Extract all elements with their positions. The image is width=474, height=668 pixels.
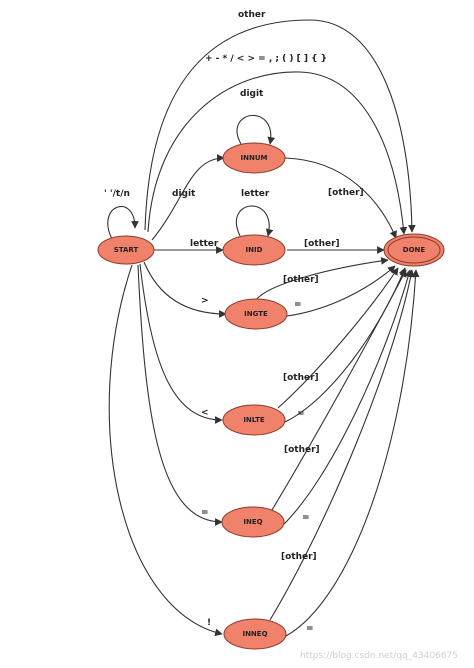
- edge-inneq-done-other: [269, 269, 415, 621]
- watermark-text: https://blog.csdn.net/qq_43406675: [300, 651, 458, 661]
- edge-start-inlte: [139, 263, 223, 424]
- label-digit-loop: digit: [240, 89, 264, 99]
- edge-start-done-other: [144, 19, 416, 233]
- node-ingte-label: INGTE: [244, 310, 268, 318]
- edge-inid-self-loop: [235, 205, 274, 237]
- edge-inlte-done-eq: [284, 267, 406, 423]
- label-inlte-eq: =: [297, 409, 305, 419]
- edge-start-self-loop: [107, 206, 139, 240]
- node-done-label: DONE: [403, 246, 426, 254]
- label-ingte-eq: =: [294, 300, 302, 310]
- node-inid: INID: [222, 234, 286, 266]
- edge-inlte-done-other: [277, 267, 399, 409]
- label-ingte-other: [other]: [283, 275, 319, 285]
- node-inneq-label: INNEQ: [242, 630, 267, 638]
- node-ineq: INEQ: [221, 506, 285, 538]
- node-innum: INNUM: [222, 142, 286, 174]
- node-inneq: INNEQ: [223, 618, 287, 650]
- label-whitespace: ' '/t/n: [104, 189, 130, 199]
- edge-ineq-done-eq: [281, 269, 412, 527]
- label-inneq-other: [other]: [281, 552, 317, 562]
- label-letter-loop: letter: [241, 189, 270, 199]
- label-innum-other: [other]: [328, 188, 364, 198]
- label-inid-other: [other]: [304, 239, 340, 249]
- label-eq: =: [201, 508, 209, 518]
- label-digit: digit: [172, 189, 196, 199]
- label-ineq-other: [other]: [284, 445, 320, 455]
- node-done: DONE: [383, 233, 445, 267]
- label-other-top: other: [238, 10, 266, 20]
- label-symbols: + - * / < > = , ; ( ) [ ] { }: [205, 54, 327, 64]
- node-inid-label: INID: [246, 246, 263, 254]
- edge-ingte-done-other: [255, 257, 389, 301]
- label-letter: letter: [190, 239, 219, 249]
- node-start-label: START: [114, 246, 139, 254]
- edge-innum-done: [284, 157, 397, 239]
- node-innum-label: INNUM: [241, 154, 268, 162]
- node-inlte: INLTE: [222, 404, 286, 436]
- label-gt: >: [201, 296, 209, 306]
- node-ineq-label: INEQ: [243, 518, 262, 526]
- label-inneq-eq: =: [306, 624, 314, 634]
- edge-start-ingte: [143, 261, 227, 318]
- edge-start-inneq: [108, 264, 223, 637]
- edge-ineq-done-other: [271, 269, 407, 511]
- label-lt: <: [201, 408, 209, 418]
- edge-inneq-done-eq: [285, 269, 420, 637]
- node-ingte: INGTE: [224, 298, 288, 330]
- edge-ingte-done-eq: [286, 265, 396, 317]
- edge-start-done-symbols: [147, 71, 408, 235]
- edge-innum-self-loop: [236, 114, 276, 145]
- label-ineq-eq: =: [302, 513, 310, 523]
- node-inlte-label: INLTE: [243, 416, 265, 424]
- edge-start-innum: [151, 154, 225, 241]
- label-inlte-other: [other]: [283, 373, 319, 383]
- edge-start-ineq: [137, 264, 223, 526]
- node-start: START: [97, 235, 155, 265]
- label-bang: !: [207, 618, 211, 628]
